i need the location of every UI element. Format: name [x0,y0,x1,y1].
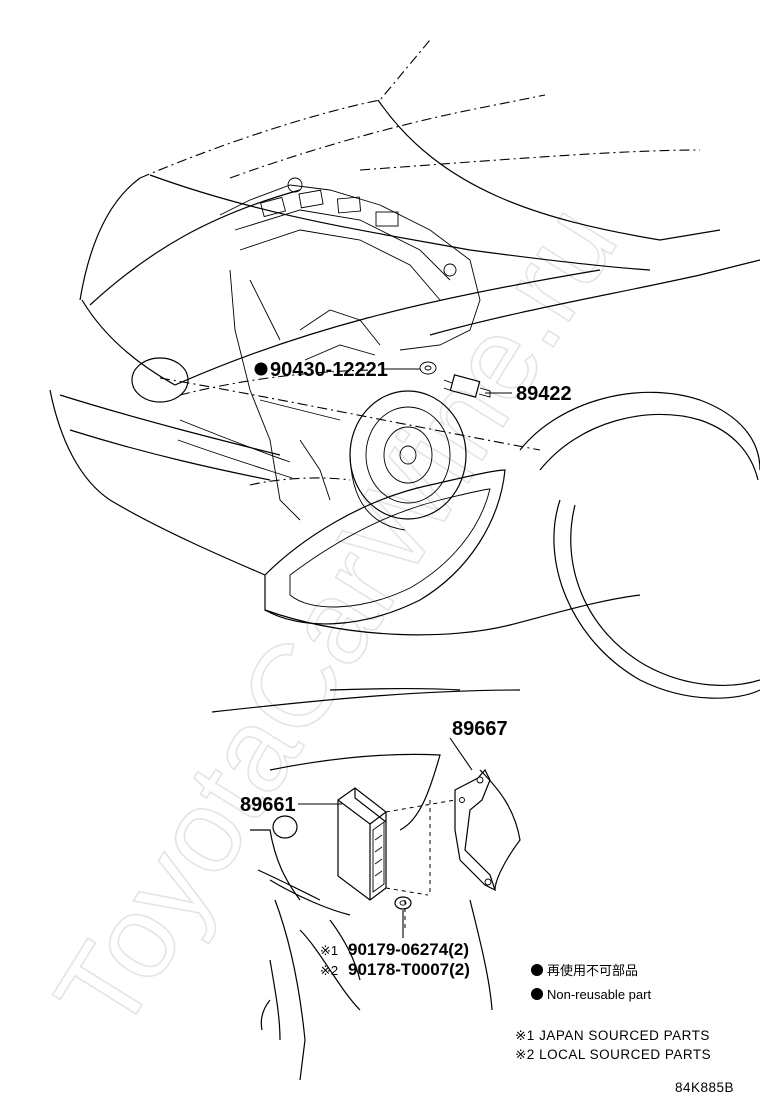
legend-en: Non-reusable part [547,987,651,1002]
note-japan-sourced: ※1 JAPAN SOURCED PARTS [515,1028,710,1043]
non-reusable-dot-icon [531,988,543,1000]
label-90179-06274: 90179-06274(2) [348,940,469,959]
non-reusable-dot-icon [254,362,268,376]
prefix-local: ※2 [320,963,338,978]
legend: 再使用不可部品 Non-reusable part [531,963,651,1002]
label-89667: 89667 [452,718,508,740]
label-90430-12221: 90430-12221 [270,359,388,381]
non-reusable-dot-icon [531,964,543,976]
callout-bolt-90430: 90430-12221 [254,359,388,381]
label-90178-T0007: 90178-T0007(2) [348,960,470,979]
ecu-area-illustration [211,687,521,1081]
watermark: ToyotaCarWine.ru [30,183,642,1054]
ecu-89661-drawing [337,787,387,901]
prefix-japan: ※1 [320,943,338,958]
legend-jp: 再使用不可部品 [547,963,638,978]
sensor-89422-drawing [443,374,491,398]
callout-nuts: ※1 90179-06274(2) ※2 90178-T0007(2) [320,940,470,979]
nut-drawing [394,896,412,910]
engine-bay-illustration [49,39,760,699]
label-89422: 89422 [516,383,572,405]
note-local-sourced: ※2 LOCAL SOURCED PARTS [515,1047,711,1062]
diagram-code: 84K885B [675,1080,734,1095]
bracket-89667-drawing [454,768,497,892]
label-89661: 89661 [240,794,296,816]
